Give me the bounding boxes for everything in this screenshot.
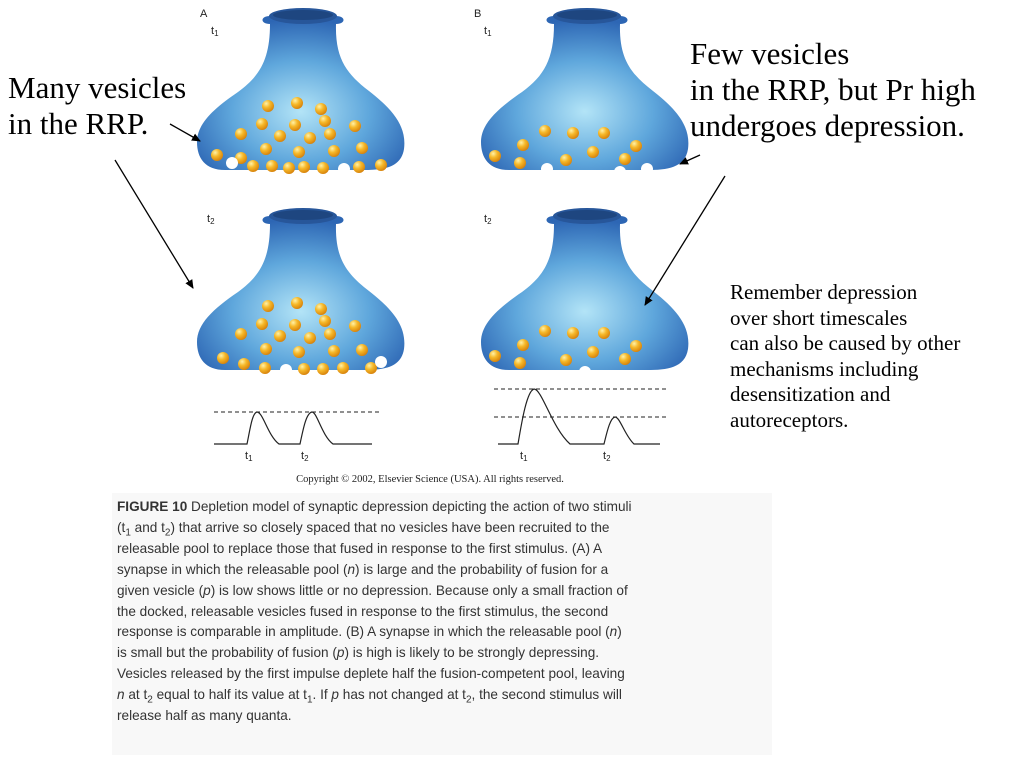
note-line: autoreceptors. (730, 407, 849, 432)
trace-a: t1 t2 (214, 411, 380, 463)
trace-a-waveform (214, 411, 372, 445)
note-line: mechanisms including (730, 356, 919, 381)
caption-line: releasable pool to replace those that fu… (117, 540, 603, 556)
note-line: in the RRP, but Pr high (690, 72, 976, 107)
terminal-b-t1 (481, 8, 689, 170)
note-line: in the RRP. (8, 106, 149, 141)
caption-line: the docked, releasable vesicles fused in… (117, 603, 609, 619)
vesicles-a-t1 (211, 97, 387, 174)
trace-b-tick-2: t2 (603, 450, 611, 463)
docked-empty-a-t2 (280, 356, 387, 376)
note-line: Many vesicles (8, 70, 187, 105)
terminal-a-t1 (197, 8, 405, 170)
arrow-few-to-b-t1 (679, 154, 701, 165)
caption-line: is small but the probability of fusion (… (117, 645, 600, 661)
trace-b: t1 t2 (494, 388, 668, 463)
copyright-notice: Copyright © 2002, Elsevier Science (USA)… (296, 474, 564, 485)
note-many-vesicles: Many vesicles in the RRP. (8, 70, 186, 142)
caption-line: release half as many quanta. (117, 708, 292, 724)
docked-empty-a-t1 (226, 157, 350, 175)
trace-b-tick-1: t1 (520, 450, 528, 463)
vesicles-b-t1 (489, 125, 642, 169)
arrow-many-to-a-t2 (114, 159, 194, 289)
note-line: undergoes depression. (690, 108, 965, 143)
synapse-diagram: A t1 B t1 t2 t2 t1 t2 t1 t2 (114, 8, 726, 463)
arrow-many-to-a-t1 (169, 123, 201, 142)
trace-b-waveform (498, 388, 660, 445)
note-line: desensitization and (730, 382, 891, 406)
caption-line: synapse in which the releasable pool (n)… (117, 561, 609, 577)
panel-b-t1-label: t1 (484, 25, 492, 38)
figure-caption: FIGURE 10 Depletion model of synaptic de… (117, 497, 777, 727)
caption-line: response is comparable in amplitude. (B)… (117, 624, 622, 640)
note-remember-depression: Remember depression over short timescale… (730, 280, 960, 433)
panel-a-letter: A (200, 8, 208, 20)
trace-a-tick-2: t2 (301, 450, 309, 463)
panel-b-t2-label: t2 (484, 213, 492, 226)
caption-line: n at t2 equal to half its value at t1. I… (117, 687, 622, 706)
docked-empty-b-t2 (579, 366, 591, 378)
terminal-a-t2 (197, 208, 405, 370)
panel-a-t2-label: t2 (207, 213, 215, 226)
caption-line: given vesicle (p) is low shows little or… (117, 582, 628, 598)
arrow-few-to-b-t2 (644, 175, 726, 306)
docked-empty-b-t1 (541, 163, 653, 178)
caption-line: FIGURE 10 Depletion model of synaptic de… (117, 499, 632, 514)
caption-background (112, 493, 772, 755)
annotation-arrows (114, 123, 726, 306)
vesicles-b-t2 (489, 325, 642, 369)
note-line: Few vesicles (690, 36, 850, 71)
vesicles-a-t2 (217, 297, 377, 375)
caption-line: Vesicles released by the first impulse d… (117, 666, 625, 682)
panel-b-letter: B (474, 8, 481, 20)
note-line: can also be caused by other (730, 331, 961, 355)
caption-line: (t1 and t2) that arrive so closely space… (117, 519, 610, 539)
figure-label: FIGURE 10 (117, 499, 188, 514)
note-line: Remember depression (730, 280, 918, 304)
note-few-vesicles: Few vesicles in the RRP, but Pr high und… (690, 36, 976, 144)
panel-a-t1-label: t1 (211, 25, 219, 38)
trace-a-tick-1: t1 (245, 450, 253, 463)
terminal-b-t2 (481, 208, 689, 370)
note-line: over short timescales (730, 305, 908, 330)
